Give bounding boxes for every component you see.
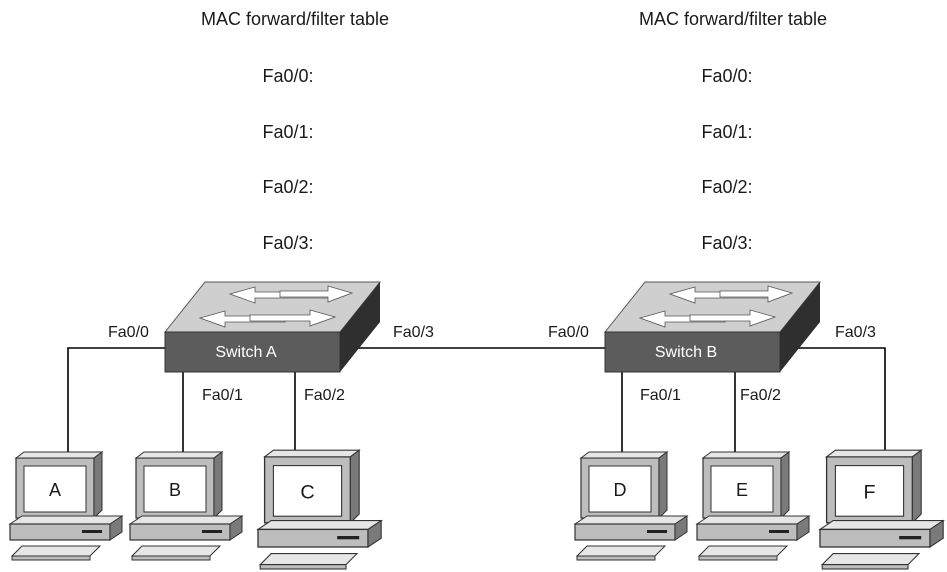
monitor-side <box>911 449 922 525</box>
switch-arrows-icon <box>198 285 354 328</box>
base-top <box>8 515 124 525</box>
host-label: D <box>614 480 627 500</box>
host-label: C <box>300 482 314 504</box>
host-label: E <box>736 480 748 500</box>
link-b-fa0-3 <box>780 347 886 460</box>
keyboard-front <box>698 555 778 561</box>
mac-table-row-fa0-3: Fa0/3: <box>701 233 752 253</box>
switch-side <box>780 282 820 372</box>
switch-label: Switch A <box>215 344 277 361</box>
keyboard-icon <box>10 545 102 557</box>
monitor-top <box>14 451 104 459</box>
keyboard-icon <box>130 545 222 557</box>
switch-side <box>340 282 380 372</box>
host-b-computer-icon[interactable]: B <box>128 451 244 561</box>
keyboard-front <box>821 564 909 570</box>
base-side <box>229 515 243 541</box>
mac-table-switch-a: MAC forward/filter table Fa0/0: Fa0/1: F… <box>201 9 389 253</box>
switch-label: Switch B <box>655 344 717 361</box>
base-top <box>818 520 946 530</box>
keyboard-front <box>259 564 347 570</box>
mac-table-row-fa0-1: Fa0/1: <box>701 122 752 142</box>
base-top <box>573 515 689 525</box>
host-label: F <box>863 482 875 504</box>
base-side <box>796 515 810 541</box>
mac-table-row-fa0-0: Fa0/0: <box>701 66 752 86</box>
port-label-a-fa0-1: Fa0/1 <box>202 387 243 404</box>
port-label-a-fa0-2: Fa0/2 <box>304 387 345 404</box>
monitor-side <box>213 451 223 520</box>
screen <box>272 465 343 517</box>
drive-slot <box>899 536 922 540</box>
switch-arrows-icon <box>638 285 794 328</box>
port-label-a-fa0-3: Fa0/3 <box>393 324 434 341</box>
drive-slot <box>82 530 102 533</box>
port-label-b-fa0-0: Fa0/0 <box>548 324 589 341</box>
keyboard-icon <box>697 545 789 557</box>
host-f-computer-icon[interactable]: F <box>818 449 946 570</box>
monitor-top <box>824 449 923 458</box>
mac-table-row-fa0-0: Fa0/0: <box>262 66 313 86</box>
base-top <box>128 515 244 525</box>
monitor-side <box>349 449 360 525</box>
base-side <box>929 519 944 549</box>
keyboard-icon <box>575 545 667 557</box>
monitor-side <box>658 451 668 520</box>
base-side <box>367 519 382 549</box>
keyboard-front <box>576 555 656 561</box>
host-c-computer-icon[interactable]: C <box>256 449 384 570</box>
port-label-b-fa0-3: Fa0/3 <box>835 324 876 341</box>
drive-slot <box>769 530 789 533</box>
mac-table-switch-b: MAC forward/filter table Fa0/0: Fa0/1: F… <box>639 9 827 253</box>
mac-table-title: MAC forward/filter table <box>201 9 389 29</box>
screen <box>588 465 652 513</box>
base-side <box>674 515 688 541</box>
mac-table-row-fa0-2: Fa0/2: <box>701 177 752 197</box>
switch-a[interactable]: Switch A <box>163 281 382 373</box>
port-labels: Fa0/0 Fa0/3 Fa0/1 Fa0/2 Fa0/0 Fa0/3 Fa0/… <box>108 324 876 404</box>
hosts: A B C D E F <box>8 449 946 570</box>
port-label-b-fa0-1: Fa0/1 <box>640 387 681 404</box>
mac-table-row-fa0-3: Fa0/3: <box>262 233 313 253</box>
keyboard-front <box>11 555 91 561</box>
link-a-fa0-0 <box>67 347 165 460</box>
base-side <box>109 515 123 541</box>
keyboard-icon <box>820 553 921 566</box>
keyboard-front <box>131 555 211 561</box>
network-links <box>67 347 886 460</box>
drive-slot <box>337 536 360 540</box>
host-label: B <box>169 480 181 500</box>
mac-table-row-fa0-2: Fa0/2: <box>262 177 313 197</box>
monitor-top <box>134 451 224 459</box>
keyboard-icon <box>258 553 359 566</box>
base-top <box>256 520 384 530</box>
host-label: A <box>49 480 61 500</box>
mac-table-row-fa0-1: Fa0/1: <box>262 122 313 142</box>
drive-slot <box>647 530 667 533</box>
screen <box>143 465 207 513</box>
host-a-computer-icon[interactable]: A <box>8 451 124 561</box>
host-e-computer-icon[interactable]: E <box>695 451 811 561</box>
monitor-top <box>701 451 791 459</box>
screen <box>23 465 87 513</box>
port-label-a-fa0-0: Fa0/0 <box>108 324 149 341</box>
base-top <box>695 515 811 525</box>
mac-table-title: MAC forward/filter table <box>639 9 827 29</box>
monitor-side <box>780 451 790 520</box>
monitor-side <box>93 451 103 520</box>
drive-slot <box>202 530 222 533</box>
screen <box>834 465 905 517</box>
screen <box>710 465 774 513</box>
port-label-b-fa0-2: Fa0/2 <box>740 387 781 404</box>
monitor-top <box>579 451 669 459</box>
switch-b[interactable]: Switch B <box>603 281 822 373</box>
host-d-computer-icon[interactable]: D <box>573 451 689 561</box>
monitor-top <box>262 449 361 458</box>
